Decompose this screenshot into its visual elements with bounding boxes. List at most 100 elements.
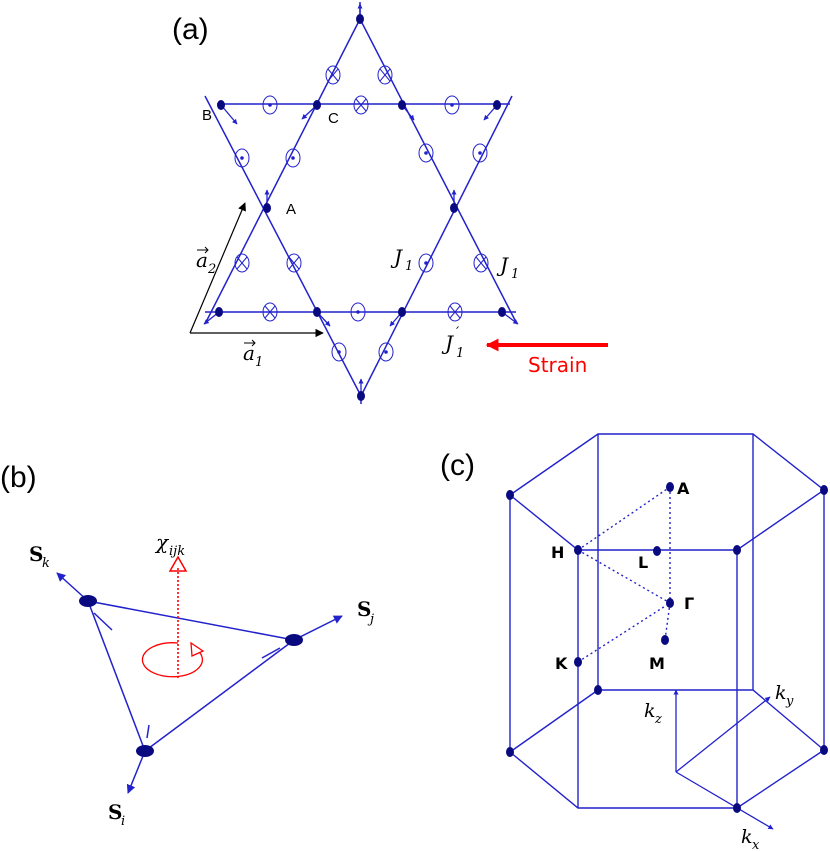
label-a: A (677, 479, 690, 498)
bz-top-face (509, 433, 826, 551)
kz-label: k z (644, 700, 662, 727)
site-spins (203, 3, 519, 396)
svg-text:y: y (785, 694, 794, 709)
dm-cross-symbol (353, 95, 369, 115)
svg-text:S: S (29, 542, 43, 566)
dm-dot-symbol (418, 143, 434, 163)
lattice-bond (359, 18, 518, 325)
dm-dot-symbol (350, 302, 366, 322)
spin-label-j: S j (357, 597, 374, 627)
label-l: L (638, 553, 648, 572)
dm-dot-symbol (378, 342, 394, 362)
ky-label: k y (775, 682, 794, 709)
kx-axis (675, 771, 774, 830)
lattice-bond (204, 18, 361, 325)
point-k (574, 657, 582, 667)
point-gamma (666, 598, 674, 608)
svg-text:k: k (42, 556, 50, 571)
svg-text:′: ′ (456, 325, 460, 341)
bz-vertex (506, 490, 514, 500)
lattice-bond (204, 95, 362, 397)
spin-label-i: S i (108, 800, 125, 829)
ky-axis (675, 696, 771, 773)
panel-b: (b) χ ijk S k (0, 461, 374, 829)
lattice-site (493, 100, 501, 110)
svg-text:1: 1 (511, 267, 519, 282)
bz-vertex (733, 803, 741, 813)
chirality-rotation (141, 642, 204, 678)
svg-text:J: J (441, 331, 454, 355)
dm-dot-symbol (331, 342, 347, 362)
bz-vertex (506, 747, 514, 757)
svg-text:1: 1 (405, 259, 413, 274)
kagome-lattice (204, 2, 518, 404)
lattice-site (498, 307, 506, 317)
svg-text:J: J (390, 245, 403, 269)
spin-site-i (136, 745, 154, 757)
point-l (653, 546, 661, 556)
path-h-gamma (577, 549, 671, 604)
spin-site-j (285, 634, 303, 646)
lattice-site (357, 391, 365, 401)
lattice-site (313, 307, 321, 317)
path-k-gamma (577, 602, 671, 663)
svg-text:a: a (196, 248, 208, 272)
svg-text:S: S (108, 800, 122, 824)
svg-text:1: 1 (456, 346, 464, 361)
svg-text:a: a (243, 341, 255, 365)
lattice-sites (215, 14, 506, 401)
panel-b-label: (b) (0, 461, 37, 494)
rotation-arrowhead (190, 641, 205, 657)
point-h (574, 545, 582, 555)
chirality-arrowhead (168, 555, 188, 572)
lattice-site-c (313, 100, 321, 110)
dm-cross-symbol (447, 302, 463, 322)
dm-dot-symbol (472, 143, 488, 163)
svg-text:k: k (644, 700, 656, 722)
lattice-vectors (189, 202, 324, 338)
dm-dot-symbol (262, 95, 278, 115)
svg-text:S: S (357, 597, 371, 621)
svg-text:k: k (741, 826, 753, 848)
panel-a: (a) (172, 2, 608, 404)
coupling-j1-right: J 1 (496, 253, 519, 282)
lattice-site-b (217, 100, 225, 110)
point-m (661, 635, 669, 645)
bz-vertex (820, 485, 828, 495)
bz-bottom-face (509, 689, 826, 809)
lattice-bond (360, 95, 513, 397)
svg-text:j: j (367, 612, 374, 627)
spin-tail (146, 724, 150, 739)
spin-triangle (56, 572, 343, 794)
dm-cross-symbol (377, 65, 393, 85)
vector-a1-label: a 1 (243, 339, 263, 370)
bz-vertex (820, 745, 828, 755)
strain-label: Strain (528, 353, 587, 377)
panel-c: (c) (440, 433, 828, 852)
kx-label: k x (741, 826, 760, 852)
bz-vertex (594, 685, 602, 695)
lattice-site (450, 203, 458, 213)
dm-dot-symbol (234, 148, 250, 168)
site-label-b: B (202, 107, 212, 124)
dm-cross-symbol (262, 302, 278, 322)
dm-dot-symbol (444, 95, 460, 115)
svg-text:i: i (121, 814, 125, 829)
label-gamma: Γ (684, 594, 694, 613)
site-label-a: A (286, 201, 296, 218)
dm-cross-symbol (234, 253, 250, 273)
label-h: H (551, 543, 564, 562)
coupling-j1-left: J 1 (390, 245, 413, 274)
spin-arrow-i (126, 750, 146, 794)
coupling-j1-prime: J ′ 1 (441, 325, 464, 361)
spin-sites (79, 595, 303, 757)
symmetry-paths (577, 486, 671, 663)
panel-a-label: (a) (172, 13, 209, 46)
bz-vertex (733, 545, 741, 555)
vector-a2-label: a 2 (196, 246, 216, 277)
spin-label-k: S k (29, 542, 50, 571)
dm-dot-symbols (234, 95, 488, 362)
svg-text:J: J (496, 253, 509, 277)
vector-a2-arrow (189, 202, 246, 334)
triangle-edge (87, 600, 146, 752)
